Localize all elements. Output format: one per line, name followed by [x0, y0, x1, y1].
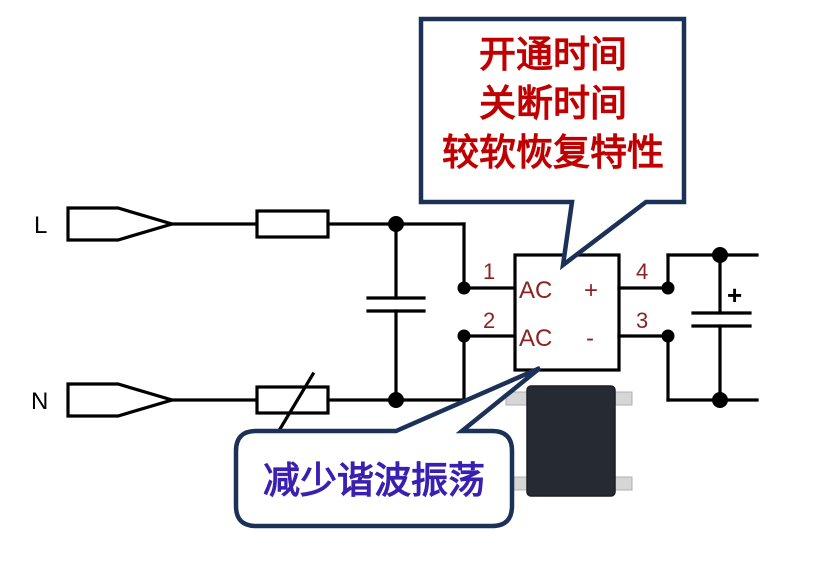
pin-dot-1 [457, 281, 471, 295]
pin-number-2: 2 [483, 308, 495, 333]
fuse [255, 209, 330, 239]
pin-number-1: 1 [483, 259, 495, 284]
top-callout [418, 16, 687, 271]
bridge-package-photo [505, 385, 633, 497]
output-capacitor-polarity: + [727, 280, 742, 310]
pin-number-4: 4 [636, 259, 648, 284]
top-callout-line-1: 开通时间 [479, 33, 627, 76]
terminal-connector-n [66, 382, 178, 418]
bottom-callout [233, 365, 542, 529]
node-dot [712, 247, 728, 263]
bridge-label-ac1: AC [519, 277, 552, 304]
terminal-connector-l [66, 206, 178, 242]
pin-number-3: 3 [636, 308, 648, 333]
terminal-label-l: L [34, 212, 47, 239]
bridge-label-plus: + [584, 277, 598, 304]
node-dot [388, 216, 404, 232]
pin-dot-2 [457, 329, 471, 343]
node-dot [388, 392, 404, 408]
node-dot [712, 392, 728, 408]
pin-dot-3 [661, 329, 675, 343]
terminal-label-n: N [31, 388, 48, 415]
top-callout-line-2: 关断时间 [479, 82, 627, 125]
bridge-label-ac2: AC [519, 325, 552, 352]
bottom-callout-line-1: 减少谐波振荡 [263, 459, 485, 502]
top-callout-line-3: 较软恢复特性 [442, 131, 664, 174]
thermistor-slash [274, 371, 316, 437]
pin-dot-4 [661, 281, 675, 295]
bridge-rectifier [513, 253, 621, 372]
bridge-label-minus: - [586, 325, 594, 352]
